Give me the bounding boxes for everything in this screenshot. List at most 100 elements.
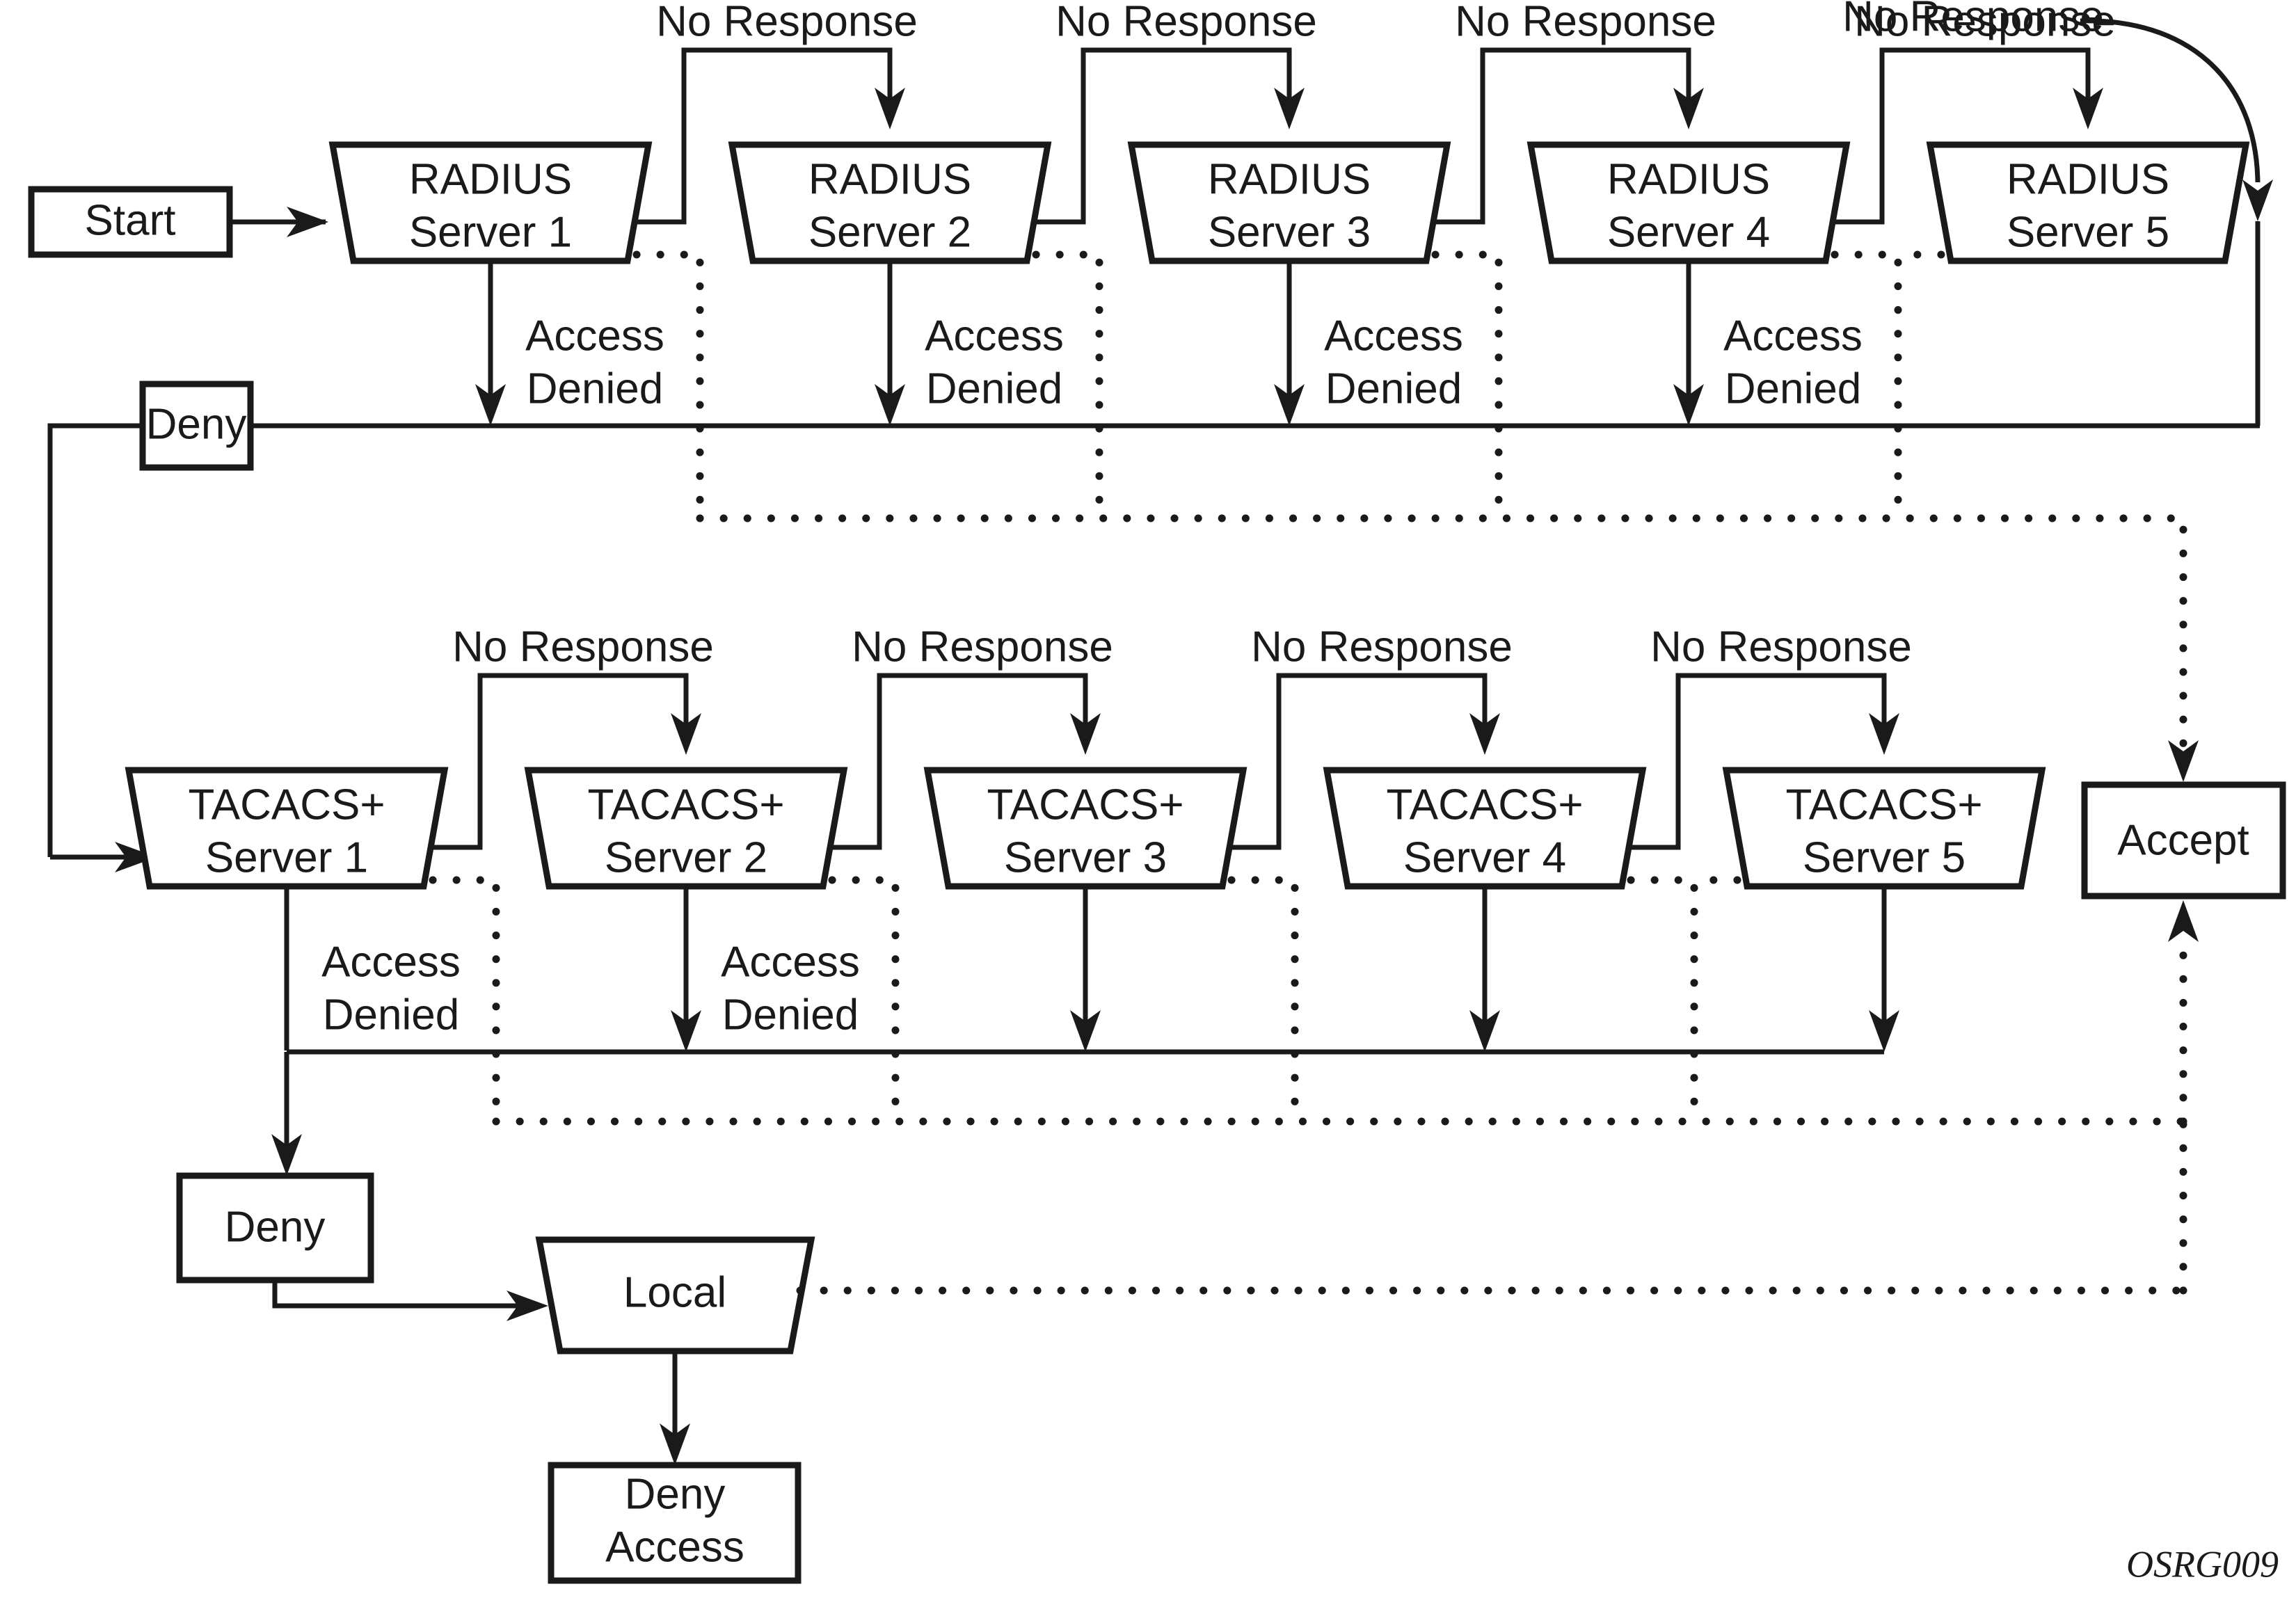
- arrowhead-tacacs2-no-response: [1070, 713, 1101, 755]
- dotted-radius4-accept: [1831, 250, 1902, 522]
- arrowhead-radius3-no-response: [1673, 88, 1704, 129]
- arrowhead-radius3-access-denied: [1274, 384, 1305, 426]
- dotted-tacacs3-accept: [1227, 876, 1299, 1126]
- tacacs-server-2: TACACS+ Server 2: [524, 767, 848, 890]
- tacacs-server-1: TACACS+ Server 1: [125, 767, 449, 890]
- svg-text:Denied: Denied: [1725, 365, 1861, 413]
- svg-text:Denied: Denied: [926, 365, 1062, 413]
- svg-text:Denied: Denied: [1325, 365, 1462, 413]
- radius-server-3-line1: RADIUS: [1208, 155, 1371, 203]
- arrowhead-radius5-no-response: [2242, 179, 2273, 221]
- arrowhead-deny-radius-to-tacacs1: [115, 842, 157, 872]
- tacacs-server-4-line2: Server 4: [1403, 833, 1566, 881]
- tacacs-server-1-line1: TACACS+: [188, 781, 385, 829]
- dotted-tacacs2-accept: [828, 876, 900, 1126]
- arrowhead-tacacs5-access-denied: [1869, 1010, 1899, 1052]
- tacacs-server-5-line2: Server 5: [1803, 833, 1966, 881]
- edge-deny-radius-to-tacacs1: [47, 423, 143, 857]
- radius-server-4: RADIUS Server 4: [1526, 141, 1851, 264]
- radius-server-1-line1: RADIUS: [409, 155, 572, 203]
- svg-text:Access: Access: [525, 312, 664, 360]
- label-no-response-radius-4: No Response: [1854, 0, 2116, 45]
- arrowhead-tacacs3-access-denied: [1070, 1010, 1101, 1052]
- deny-access-box-line1: Deny: [625, 1470, 726, 1518]
- radius-server-5: RADIUS Server 5: [1926, 141, 2250, 264]
- radius-server-3: RADIUS Server 3: [1127, 141, 1451, 264]
- svg-text:Access: Access: [1723, 312, 1863, 360]
- tacacs-server-3: TACACS+ Server 3: [923, 767, 1247, 890]
- label-no-response-tacacs-2: No Response: [852, 623, 1113, 671]
- arrowhead-tacacs1-no-response: [671, 713, 701, 755]
- label-no-response-radius-3: No Response: [1455, 0, 1716, 45]
- arrowhead-local-to-deny-access: [660, 1423, 690, 1465]
- local-node: Local: [535, 1236, 815, 1355]
- arrowhead-radius2-access-denied: [875, 384, 905, 426]
- arrowhead-radius2-no-response: [1274, 88, 1305, 129]
- local-node-label: Local: [623, 1268, 726, 1316]
- radius-server-3-line2: Server 3: [1208, 208, 1371, 256]
- arrowhead-deny-tacacs-to-local: [507, 1291, 548, 1321]
- svg-text:Access: Access: [925, 312, 1064, 360]
- svg-text:Denied: Denied: [722, 991, 859, 1039]
- arrowhead-radius1-no-response: [875, 88, 905, 129]
- figure-id-label: OSRG009: [2126, 1543, 2279, 1585]
- edge-radius3-no-response: [1434, 47, 1691, 225]
- label-no-response-tacacs-1: No Response: [452, 623, 714, 671]
- dotted-tacacs4-accept: [1627, 876, 1698, 1126]
- label-access-denied-tacacs-2: Access Denied: [721, 938, 860, 1039]
- deny-access-box-line2: Access: [605, 1523, 744, 1571]
- tacacs-server-5-line1: TACACS+: [1785, 781, 1982, 829]
- edge-radius5-no-response-curve: [2080, 18, 2261, 183]
- edge-deny-tacacs-to-local: [272, 1280, 522, 1309]
- deny-access-box: Deny Access: [548, 1462, 802, 1584]
- tacacs-server-2-line1: TACACS+: [587, 781, 784, 829]
- radius-server-4-line2: Server 4: [1607, 208, 1770, 256]
- dotted-radius2-accept: [1032, 250, 1103, 522]
- radius-server-1: RADIUS Server 1: [328, 141, 653, 264]
- radius-server-1-line2: Server 1: [409, 208, 572, 256]
- radius-server-4-line1: RADIUS: [1607, 155, 1770, 203]
- edge-radius2-no-response: [1035, 47, 1292, 225]
- deny-box-radius-label: Deny: [146, 400, 247, 448]
- edge-tacacs3-no-response: [1230, 673, 1488, 850]
- label-no-response-tacacs-4: No Response: [1650, 623, 1912, 671]
- edge-tacacs2-no-response: [831, 673, 1088, 850]
- deny-box-tacacs: Deny: [176, 1172, 374, 1284]
- arrowhead-tacacs2-access-denied: [671, 1010, 701, 1052]
- radius-server-5-line1: RADIUS: [2007, 155, 2169, 203]
- tacacs-server-3-line2: Server 3: [1004, 833, 1167, 881]
- tacacs-server-2-line2: Server 2: [605, 833, 767, 881]
- arrowhead-tacacs3-no-response: [1469, 713, 1500, 755]
- tacacs-server-4: TACACS+ Server 4: [1323, 767, 1647, 890]
- arrowhead-radius4-access-denied: [1673, 384, 1704, 426]
- arrowhead-radius-accept-to-accept: [2168, 740, 2199, 782]
- deny-box-tacacs-label: Deny: [225, 1203, 326, 1251]
- tacacs-server-5: TACACS+ Server 5: [1722, 767, 2046, 890]
- radius-server-2-line2: Server 2: [808, 208, 971, 256]
- dotted-radius3-accept: [1431, 250, 1503, 522]
- tacacs-server-3-line1: TACACS+: [987, 781, 1183, 829]
- label-access-denied-tacacs-1: Access Denied: [321, 938, 461, 1039]
- svg-text:Denied: Denied: [323, 991, 459, 1039]
- label-no-response-radius-5: No Response: [1842, 0, 2104, 40]
- svg-text:Access: Access: [721, 938, 860, 986]
- radius-server-2-line1: RADIUS: [808, 155, 971, 203]
- start-box-label: Start: [85, 196, 176, 244]
- dotted-radius-accept-collector: [696, 514, 2187, 749]
- arrowhead-tacacs-rail-to-deny: [271, 1134, 302, 1176]
- arrowhead-tacacs4-access-denied: [1469, 1010, 1500, 1052]
- accept-box-label: Accept: [2117, 816, 2249, 864]
- arrowhead-radius4-no-response: [2073, 88, 2103, 129]
- dotted-radius1-accept: [632, 250, 704, 522]
- arrowhead-tacacs-accept-to-accept: [2168, 900, 2199, 942]
- arrowhead-radius1-access-denied: [475, 384, 506, 426]
- edge-tacacs1-no-response: [431, 673, 689, 850]
- deny-box-radius: Deny: [139, 381, 254, 471]
- label-access-denied-radius-2: Access Denied: [925, 312, 1064, 413]
- radius-server-5-line2: Server 5: [2007, 208, 2169, 256]
- arrowhead-start-to-radius1: [287, 207, 328, 237]
- tacacs-server-1-line2: Server 1: [205, 833, 368, 881]
- edge-radius4-no-response: [1833, 47, 2091, 225]
